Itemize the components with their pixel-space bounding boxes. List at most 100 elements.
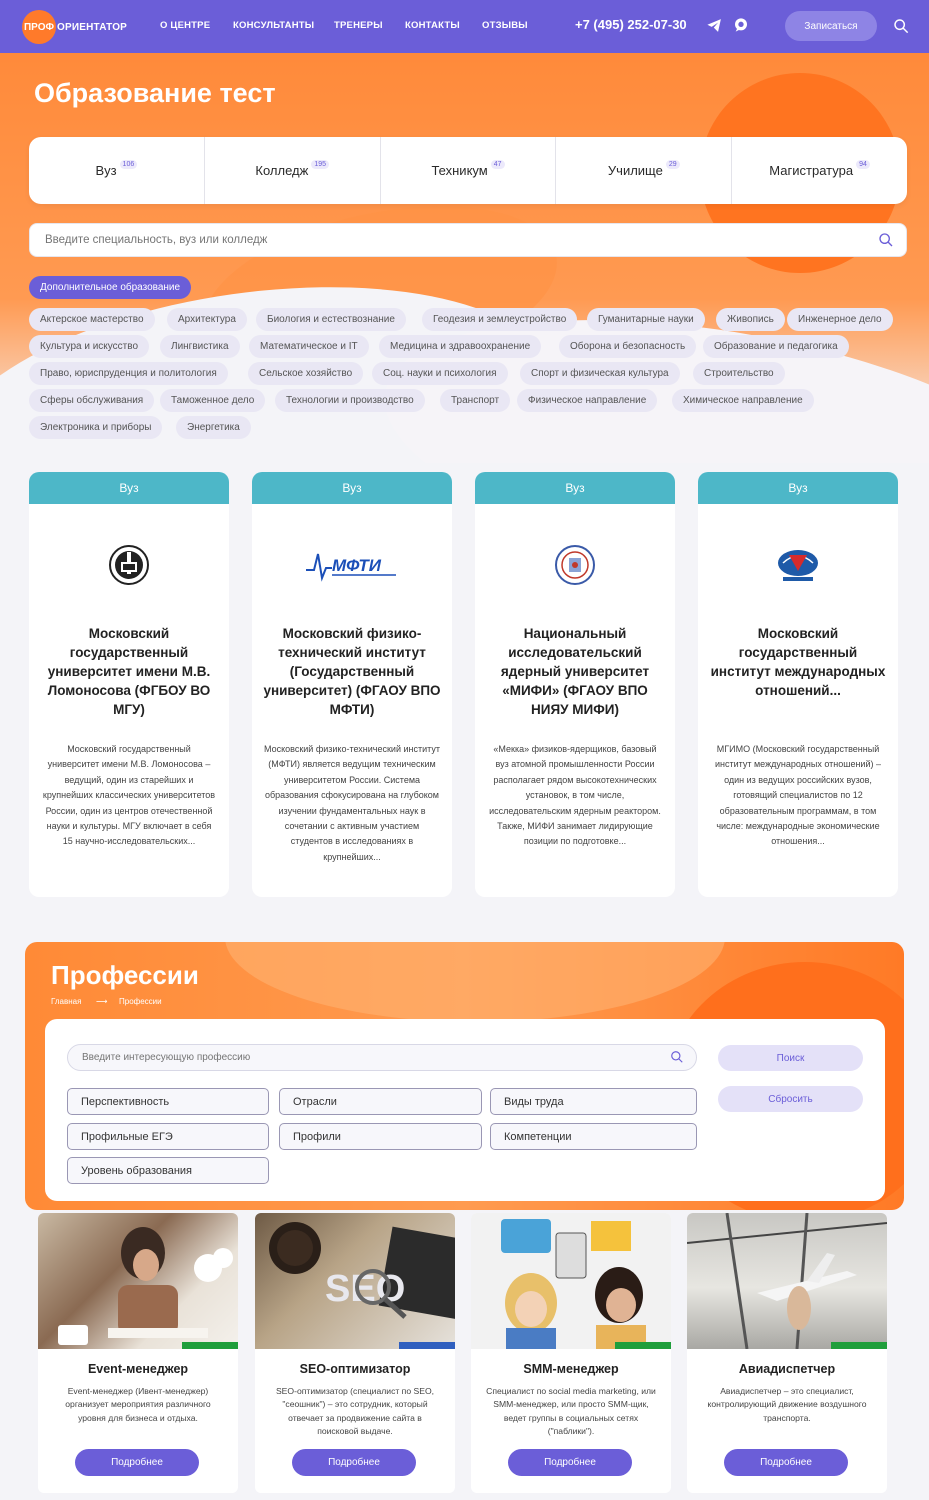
- profession-card[interactable]: SMM-менеджер Специалист по social media …: [471, 1213, 671, 1493]
- nav-contacts[interactable]: КОНТАКТЫ: [405, 20, 460, 31]
- filter-competencies[interactable]: Компетенции: [490, 1123, 697, 1150]
- tag-item[interactable]: Медицина и здравоохранение: [379, 335, 542, 358]
- tag-item[interactable]: Таможенное дело: [160, 389, 266, 412]
- tab-count: 94: [856, 160, 870, 169]
- tag-item[interactable]: Право, юриспруденция и политология: [29, 362, 228, 385]
- nav-about[interactable]: О ЦЕНТРЕ: [160, 20, 211, 31]
- profession-image: SEO: [255, 1213, 455, 1349]
- more-button[interactable]: Подробнее: [724, 1449, 848, 1476]
- tag-item[interactable]: Живопись: [716, 308, 785, 331]
- tag-item[interactable]: Биология и естествознание: [256, 308, 406, 331]
- profession-card[interactable]: SEO SEO-оптимизатор SEO-оптимизатор (спе…: [255, 1213, 455, 1493]
- more-button[interactable]: Подробнее: [508, 1449, 632, 1476]
- profession-name: Event-менеджер: [87, 1362, 189, 1376]
- search-button[interactable]: Поиск: [718, 1045, 863, 1071]
- profession-description: SEO-оптимизатор (специалист по SEO, "сео…: [275, 1386, 435, 1436]
- tab-label: Училище: [607, 163, 663, 178]
- reset-button[interactable]: Сбросить: [718, 1086, 863, 1112]
- profession-name: SMM-менеджер: [523, 1362, 619, 1376]
- nav-reviews[interactable]: ОТЗЫВЫ: [482, 20, 528, 31]
- phone-link[interactable]: +7 (495) 252-07-30: [575, 17, 687, 32]
- tab-label: Вуз: [95, 163, 117, 178]
- profession-card[interactable]: Event-менеджер Event-менеджер (Ивент-мен…: [38, 1213, 238, 1493]
- mipt-logo-icon: МФТИ: [302, 542, 402, 587]
- filter-education-level[interactable]: Уровень образования: [67, 1157, 269, 1184]
- university-name: Московский государственный институт межд…: [710, 626, 886, 698]
- tag-item[interactable]: Соц. науки и психология: [372, 362, 508, 385]
- telegram-icon[interactable]: [706, 17, 723, 34]
- profession-search-input[interactable]: [67, 1044, 697, 1071]
- site-logo[interactable]: ПРОФ ОРИЕНТАТОР: [22, 10, 127, 44]
- tag-item[interactable]: Спорт и физическая культура: [520, 362, 680, 385]
- tag-item[interactable]: Гуманитарные науки: [587, 308, 705, 331]
- main-search-input[interactable]: [29, 223, 907, 257]
- mgimo-logo-icon: [768, 542, 828, 587]
- image-badge: [399, 1342, 455, 1349]
- signup-button[interactable]: Записаться: [785, 11, 877, 41]
- tab-label: Колледж: [255, 163, 309, 178]
- tag-item[interactable]: Образование и педагогика: [703, 335, 849, 358]
- profession-image: [687, 1213, 887, 1349]
- tag-item[interactable]: Культура и искусство: [29, 335, 150, 358]
- tag-item[interactable]: Энергетика: [176, 416, 251, 439]
- tag-item[interactable]: Транспорт: [440, 389, 511, 412]
- filter-work-types[interactable]: Виды труда: [490, 1088, 697, 1115]
- tag-item[interactable]: Физическое направление: [517, 389, 658, 412]
- tag-item[interactable]: Сферы обслуживания: [29, 389, 155, 412]
- tab-label: Магистратура: [769, 163, 854, 178]
- image-badge: [615, 1342, 671, 1349]
- university-description: МГИМО (Московский государственный инстит…: [715, 744, 881, 847]
- nav-consultants[interactable]: КОНСУЛЬТАНТЫ: [233, 20, 315, 31]
- card-type-label: Вуз: [475, 472, 675, 504]
- university-card[interactable]: Вуз Московский государственный институт …: [698, 472, 898, 897]
- profession-name: Авиадиспетчер: [738, 1362, 836, 1376]
- chat-icon[interactable]: [733, 17, 749, 33]
- profession-image: [38, 1213, 238, 1349]
- filter-profiles[interactable]: Профили: [279, 1123, 482, 1150]
- tag-item[interactable]: Химическое направление: [672, 389, 814, 412]
- profession-card[interactable]: Авиадиспетчер Авиадиспетчер – это специа…: [687, 1213, 887, 1493]
- filter-prospects[interactable]: Перспективность: [67, 1088, 269, 1115]
- breadcrumb-arrow-icon: ⟶: [96, 997, 108, 1006]
- tag-item[interactable]: Лингвистика: [160, 335, 240, 358]
- tag-item[interactable]: Технологии и производство: [275, 389, 425, 412]
- university-description: Московский физико-технический институт (…: [264, 744, 440, 862]
- tag-additional-education[interactable]: Дополнительное образование: [29, 276, 192, 299]
- profession-description: Специалист по social media marketing, ил…: [486, 1386, 656, 1436]
- tag-item[interactable]: Электроника и приборы: [29, 416, 163, 439]
- image-badge: [182, 1342, 238, 1349]
- tag-item[interactable]: Архитектура: [167, 308, 247, 331]
- university-card[interactable]: Вуз Национальный исследовательский ядерн…: [475, 472, 675, 897]
- university-card[interactable]: Вуз Московский государственный университ…: [29, 472, 229, 897]
- filter-industries[interactable]: Отрасли: [279, 1088, 482, 1115]
- breadcrumb-current: Профессии: [119, 997, 162, 1006]
- tab-count: 195: [311, 160, 329, 169]
- more-button[interactable]: Подробнее: [292, 1449, 416, 1476]
- university-description: «Мекка» физиков-ядерщиков, базовый вуз а…: [489, 744, 661, 847]
- tag-item[interactable]: Математическое и IT: [249, 335, 369, 358]
- tag-item[interactable]: Строительство: [693, 362, 785, 385]
- search-icon[interactable]: [670, 1050, 684, 1064]
- tag-item[interactable]: Геодезия и землеустройство: [422, 308, 578, 331]
- mephi-logo-icon: [545, 542, 605, 587]
- university-name: Московский физико-технический институт (…: [263, 626, 441, 717]
- tag-item[interactable]: Актерское мастерство: [29, 308, 155, 331]
- university-card[interactable]: Вуз МФТИ Московский физико-технический и…: [252, 472, 452, 897]
- breadcrumb-home[interactable]: Главная: [51, 997, 82, 1006]
- tag-item[interactable]: Сельское хозяйство: [248, 362, 364, 385]
- search-icon[interactable]: [893, 18, 909, 34]
- profession-name: SEO-оптимизатор: [299, 1362, 411, 1376]
- tag-item[interactable]: Оборона и безопасность: [559, 335, 697, 358]
- nav-trainers[interactable]: ТРЕНЕРЫ: [334, 20, 383, 31]
- tag-item[interactable]: Инженерное дело: [787, 308, 893, 331]
- svg-text:МФТИ: МФТИ: [332, 556, 382, 575]
- search-icon[interactable]: [878, 232, 894, 248]
- filter-exams[interactable]: Профильные ЕГЭ: [67, 1123, 269, 1150]
- more-button[interactable]: Подробнее: [75, 1449, 199, 1476]
- decor-blob: [225, 942, 725, 1022]
